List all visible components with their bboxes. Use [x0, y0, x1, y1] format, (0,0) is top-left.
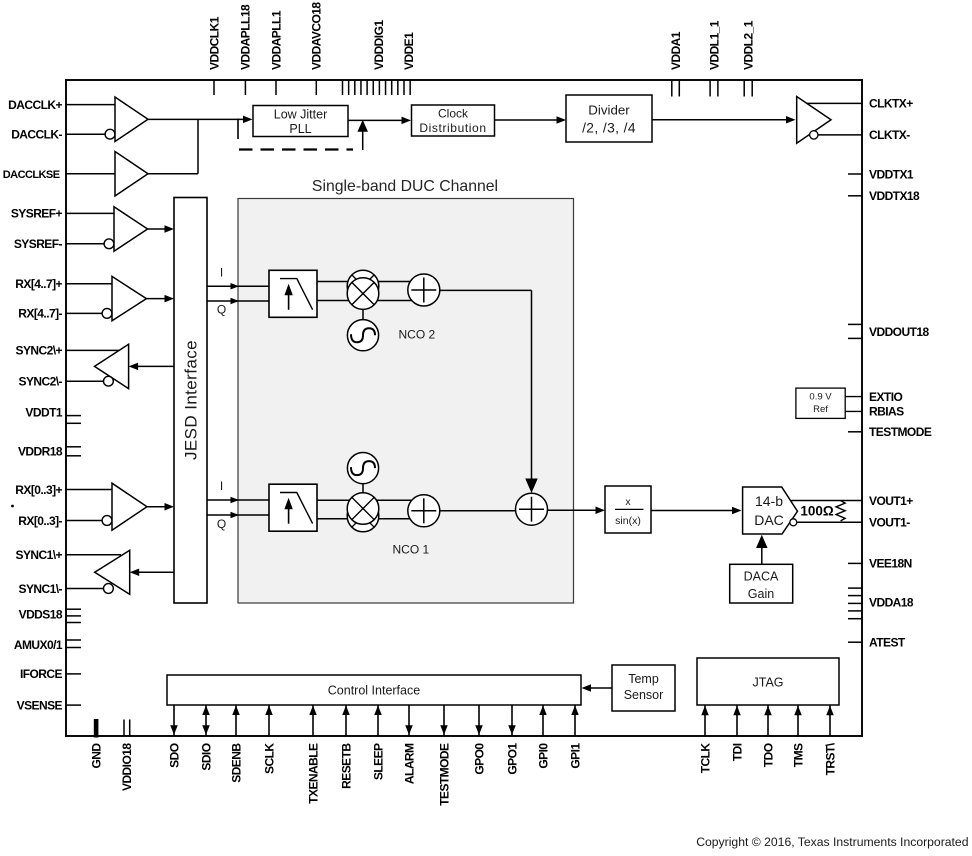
svg-text:14-b: 14-b: [755, 493, 783, 509]
svg-text:EXTIO: EXTIO: [869, 390, 902, 404]
svg-text:SYNC2\-: SYNC2\-: [19, 375, 63, 389]
svg-text:CLKTX-: CLKTX-: [869, 128, 910, 142]
svg-text:GPO0: GPO0: [472, 743, 486, 775]
svg-text:Low Jitter: Low Jitter: [274, 108, 328, 122]
svg-text:VDDS18: VDDS18: [19, 607, 63, 621]
svg-text:JESD Interface: JESD Interface: [182, 340, 201, 460]
svg-text:Control Interface: Control Interface: [328, 684, 420, 698]
svg-text:VDDE1: VDDE1: [402, 32, 416, 70]
svg-text:SDIO: SDIO: [199, 743, 213, 770]
svg-text:TDI: TDI: [730, 743, 744, 761]
svg-text:SCLK: SCLK: [262, 743, 276, 774]
svg-text:RBIAS: RBIAS: [869, 405, 904, 419]
svg-text:VDDTX1: VDDTX1: [869, 167, 914, 181]
svg-text:SYNC2\+: SYNC2\+: [15, 344, 62, 358]
svg-text:Copyright © 2016, Texas Instru: Copyright © 2016, Texas Instruments Inco…: [696, 835, 968, 849]
svg-text:VDDR18: VDDR18: [18, 444, 63, 458]
svg-text:Divider: Divider: [588, 103, 630, 118]
svg-text:JTAG: JTAG: [752, 676, 783, 690]
svg-text:RX[4..7]-: RX[4..7]-: [18, 307, 62, 321]
svg-text:DACCLK+: DACCLK+: [8, 98, 62, 112]
svg-text:NCO 1: NCO 1: [393, 543, 430, 557]
svg-text:TCLK: TCLK: [698, 743, 712, 774]
svg-text:TRST\: TRST\: [823, 742, 837, 775]
svg-text:ALARM: ALARM: [402, 743, 416, 784]
svg-text:TDO: TDO: [761, 743, 775, 767]
svg-text:0.9 V: 0.9 V: [809, 392, 832, 403]
svg-text:TESTMODE: TESTMODE: [437, 743, 451, 806]
svg-text:GND: GND: [89, 743, 103, 769]
svg-text:RX[0..3]+: RX[0..3]+: [15, 483, 62, 497]
svg-text:DAC: DAC: [754, 512, 784, 528]
svg-text:VDDT1: VDDT1: [25, 405, 62, 419]
svg-text:VDDA18: VDDA18: [869, 596, 914, 610]
svg-text:VDDAPLL18: VDDAPLL18: [239, 4, 253, 70]
svg-text:ATEST: ATEST: [869, 636, 906, 650]
svg-text:SDO: SDO: [167, 743, 181, 768]
svg-text:VDDL1_1: VDDL1_1: [707, 20, 721, 70]
svg-text:Q: Q: [217, 517, 226, 531]
svg-text:SDENB: SDENB: [229, 743, 243, 783]
svg-text:DACA: DACA: [744, 570, 779, 584]
svg-text:SYSREF+: SYSREF+: [11, 207, 63, 221]
svg-text:VEE18N: VEE18N: [869, 557, 912, 571]
svg-text:x: x: [625, 496, 631, 508]
svg-text:Ref: Ref: [813, 404, 828, 415]
svg-text:NCO 2: NCO 2: [399, 328, 436, 342]
svg-text:RESETB: RESETB: [339, 743, 353, 789]
svg-text:RX[0..3]-: RX[0..3]-: [18, 514, 62, 528]
svg-text:SYNC1\-: SYNC1\-: [19, 582, 63, 596]
svg-text:VOUT1+: VOUT1+: [869, 494, 913, 508]
svg-text:I: I: [220, 479, 223, 493]
svg-text:GPI0: GPI0: [536, 743, 550, 769]
svg-text:GPO1: GPO1: [505, 743, 519, 775]
svg-text:/2, /3, /4: /2, /3, /4: [582, 121, 636, 136]
svg-text:VDDAPLL1: VDDAPLL1: [269, 10, 283, 70]
svg-text:DACCLKSE: DACCLKSE: [3, 169, 60, 181]
svg-text:TESTMODE: TESTMODE: [869, 425, 932, 439]
svg-text:Q: Q: [217, 303, 226, 317]
svg-text:VOUT1-: VOUT1-: [869, 516, 910, 530]
svg-text:TMS: TMS: [791, 743, 805, 767]
svg-text:CLKTX+: CLKTX+: [869, 97, 913, 111]
svg-text:PLL: PLL: [289, 122, 311, 136]
svg-text:I: I: [220, 266, 223, 280]
svg-text:Temp: Temp: [628, 672, 659, 686]
svg-text:VDDIO18: VDDIO18: [120, 743, 134, 791]
svg-text:Gain: Gain: [748, 587, 774, 601]
svg-text:VDDTX18: VDDTX18: [869, 189, 920, 203]
svg-text:AMUX0/1: AMUX0/1: [14, 638, 63, 652]
svg-text:100Ω: 100Ω: [800, 504, 834, 519]
svg-text:VDDOUT18: VDDOUT18: [869, 325, 929, 339]
svg-text:GPI1: GPI1: [568, 743, 582, 769]
svg-text:VDDDIG1: VDDDIG1: [372, 20, 386, 70]
svg-text:TXENABLE: TXENABLE: [306, 743, 320, 804]
svg-text:Distribution: Distribution: [419, 121, 486, 135]
svg-text:Clock: Clock: [438, 107, 469, 121]
svg-text:VDDL2_1: VDDL2_1: [742, 20, 756, 70]
svg-text:VDDAVCO18: VDDAVCO18: [310, 2, 324, 70]
svg-text:SYSREF-: SYSREF-: [14, 237, 63, 251]
svg-text:VSENSE: VSENSE: [17, 698, 63, 712]
svg-text:RX[4..7]+: RX[4..7]+: [15, 277, 62, 291]
svg-text:DACCLK-: DACCLK-: [11, 128, 62, 142]
svg-text:SLEEP: SLEEP: [371, 743, 385, 780]
svg-text:SYNC1\+: SYNC1\+: [15, 548, 62, 562]
svg-text:VDDCLK1: VDDCLK1: [207, 16, 221, 70]
svg-text:sin(x): sin(x): [615, 515, 641, 527]
svg-text:VDDA1: VDDA1: [669, 31, 683, 70]
svg-text:Single-band DUC Channel: Single-band DUC Channel: [312, 178, 498, 195]
svg-text:Sensor: Sensor: [624, 688, 664, 702]
svg-text:IFORCE: IFORCE: [20, 667, 63, 681]
